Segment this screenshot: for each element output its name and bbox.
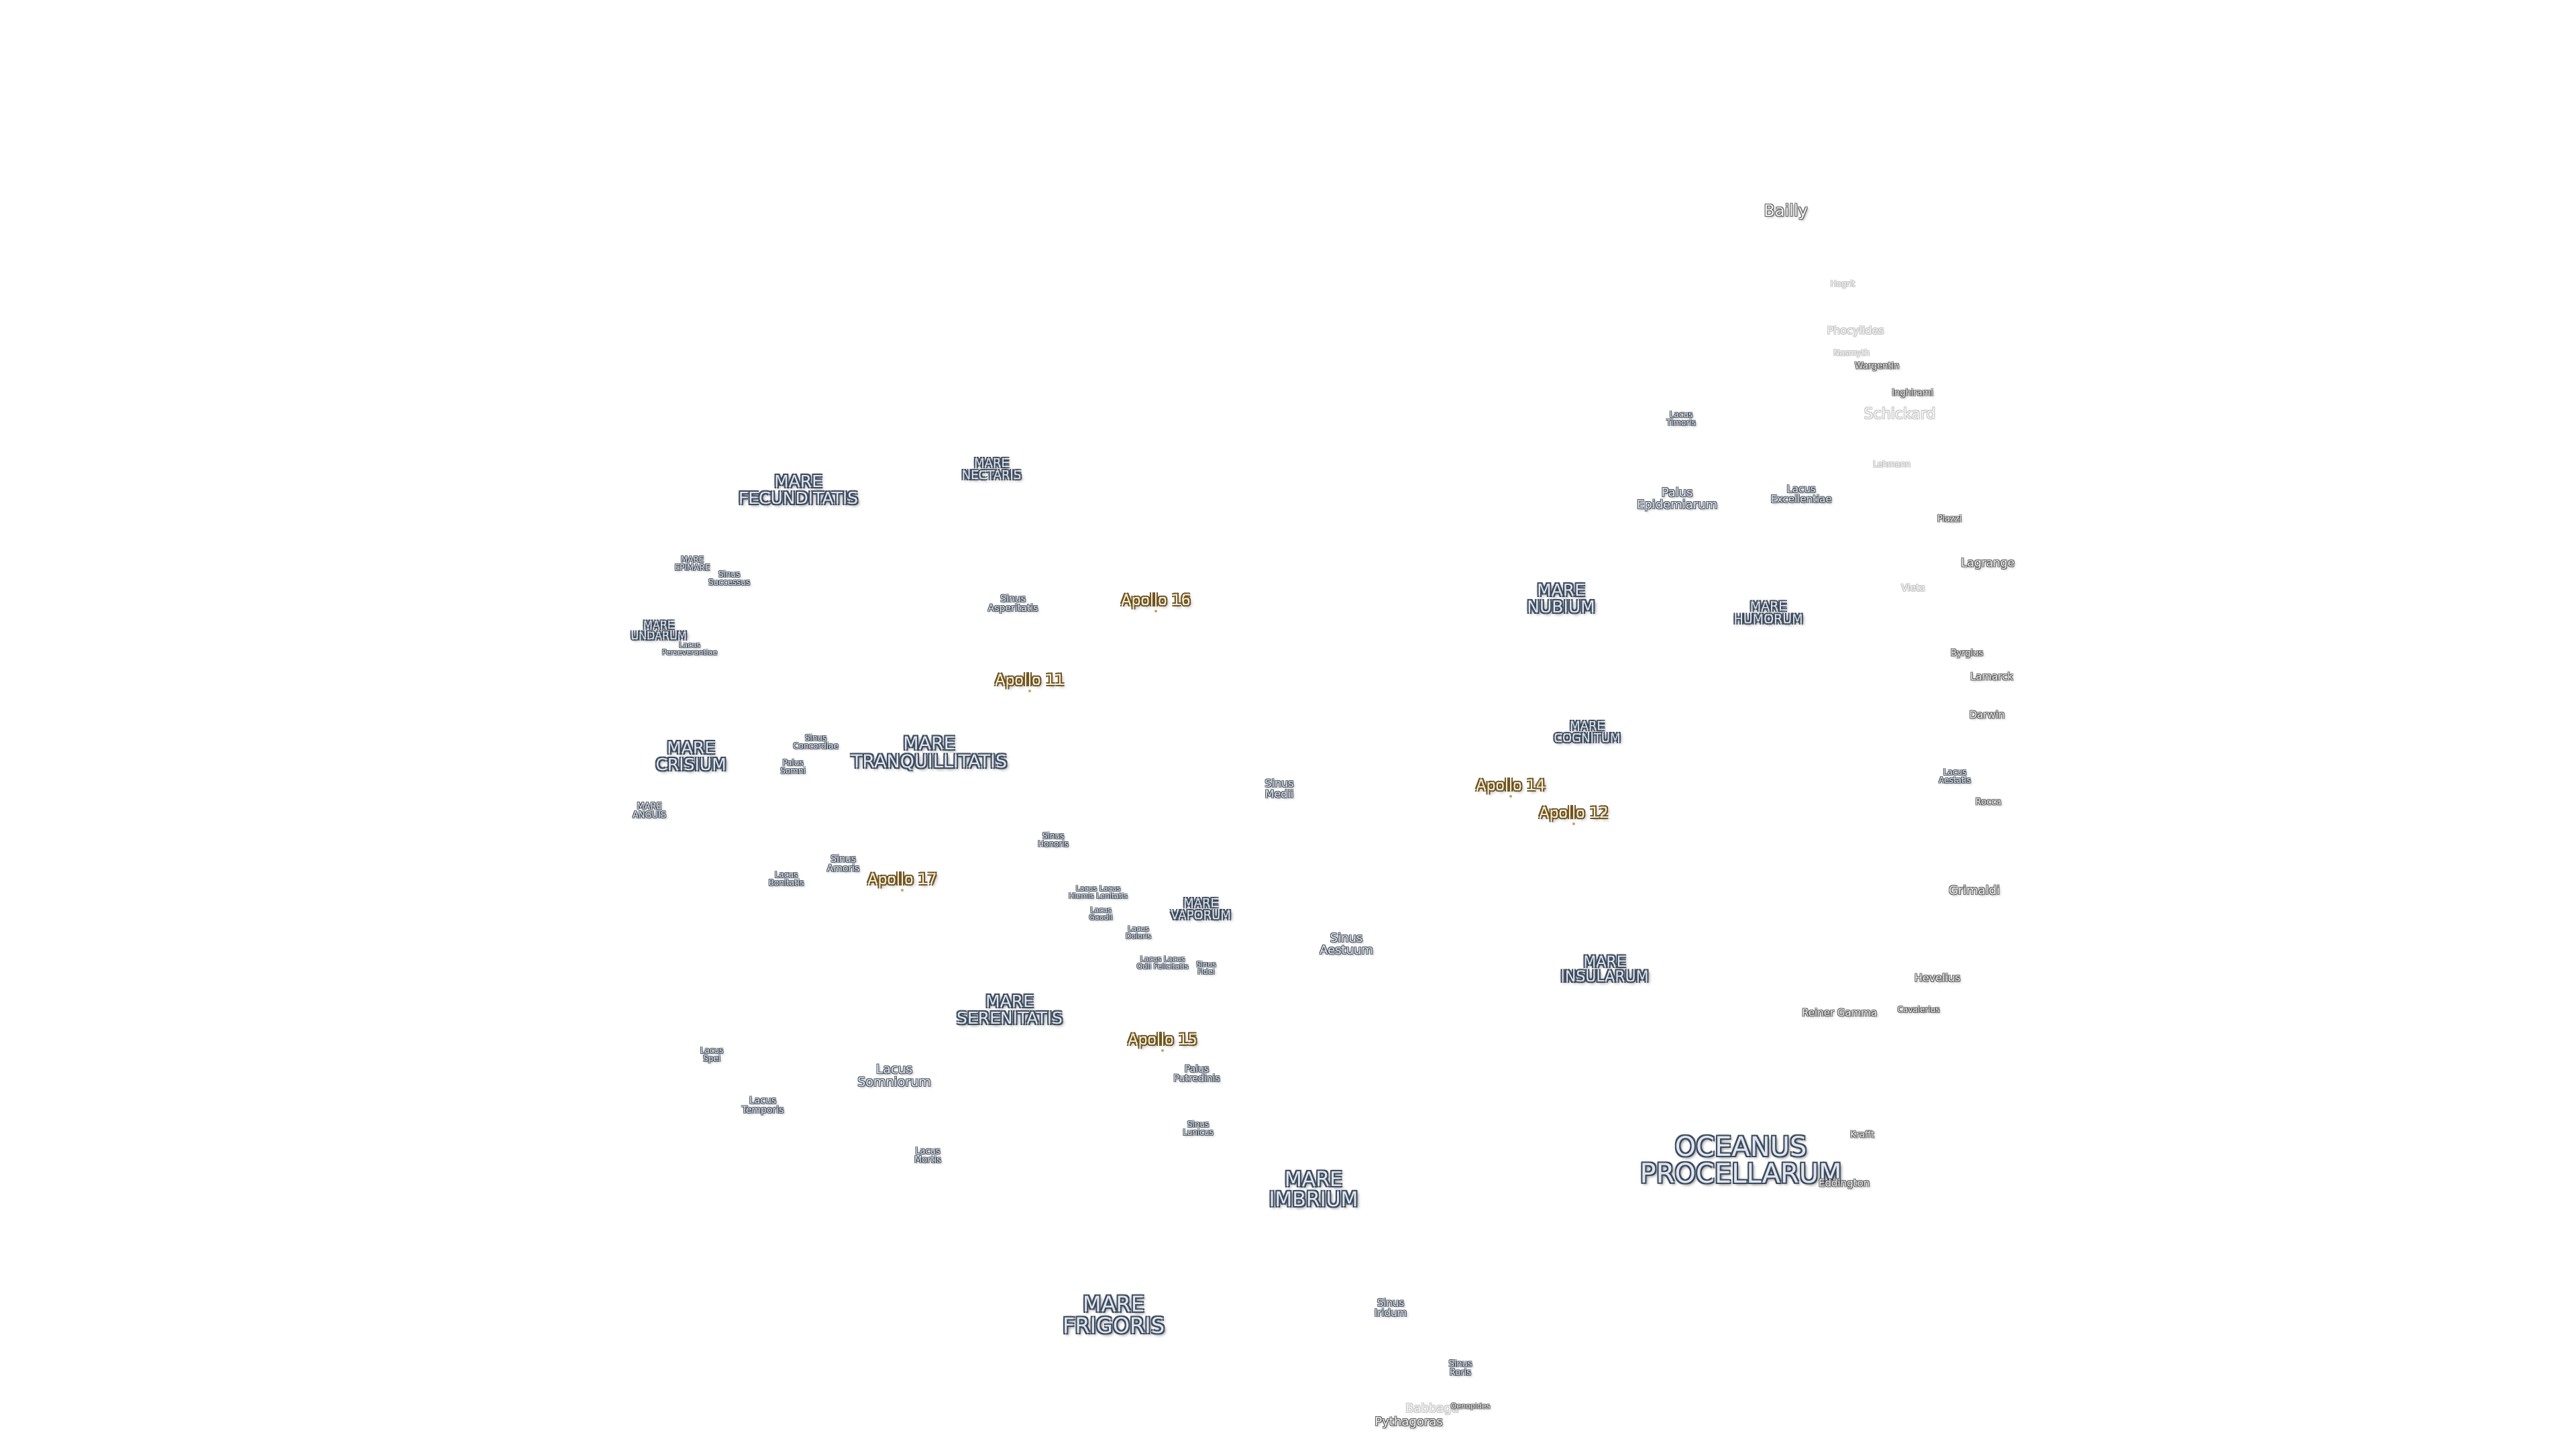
map-label-minor: Lacus Mortis <box>914 1146 941 1165</box>
map-label-crater-faint: Lehmann <box>1873 460 1911 469</box>
map-label-minor: Sinus Lunicus <box>1183 1120 1214 1137</box>
map-label-apollo: Apollo 16 <box>1121 592 1191 609</box>
map-label-apollo: Apollo 14 <box>1476 777 1546 794</box>
map-label-crater: Rocca <box>1975 797 2002 808</box>
map-label-minor: Lacus Excellentiae <box>1770 483 1832 505</box>
map-label-minor: Lacus Gaudii <box>1089 906 1113 922</box>
map-label-crater: Krafft <box>1850 1130 1874 1140</box>
map-label-crater-faint: Hagrit <box>1830 279 1856 288</box>
map-label-crater: Wargentin <box>1854 361 1900 372</box>
map-label-minor: MARE ANGUIS <box>632 802 667 820</box>
map-label-crater: Lamarck <box>1970 670 2014 683</box>
map-label-apollo: Apollo 11 <box>995 672 1065 689</box>
landing-site-marker <box>1509 795 1512 798</box>
map-label-crater-faint: Vieta <box>1901 583 1925 594</box>
map-label-crater-faint: Babbage <box>1405 1401 1459 1415</box>
map-label-crater: Reiner Gamma <box>1801 1006 1878 1019</box>
map-label-minor: Palus Somni <box>780 758 806 775</box>
map-label-mare: MARE IMBRIUM <box>1269 1168 1358 1212</box>
map-label-apollo: Apollo 12 <box>1539 805 1609 822</box>
map-label-mare: MARE FECUNDITATIS <box>738 472 859 508</box>
map-label-mare: MARE COGNITUM <box>1554 719 1621 745</box>
map-label-crater: Pythagoras <box>1375 1415 1443 1429</box>
map-label-crater: Cavalerius <box>1897 1005 1940 1014</box>
map-label-crater: Grimaldi <box>1948 883 2000 898</box>
map-label-crater: Eddington <box>1818 1177 1870 1189</box>
map-label-minor: Lacus Lacus Hiemis Lenitatis <box>1069 884 1128 900</box>
map-label-crater: Inghirami <box>1892 388 1933 398</box>
map-label-mare: MARE FRIGORIS <box>1062 1291 1165 1338</box>
map-label-crater-faint: Phocylides <box>1827 324 1884 337</box>
map-label-minor: Sinus Honoris <box>1038 831 1069 849</box>
map-label-mare: MARE INSULARUM <box>1560 954 1649 985</box>
landing-site-marker <box>1161 1049 1164 1053</box>
map-label-mare: MARE NECTARIS <box>961 456 1022 482</box>
map-label-minor: Lacus Somniorum <box>857 1062 931 1089</box>
map-label-minor: Lacus Perseverantiae <box>661 641 718 657</box>
map-label-minor: Sinus Concordiae <box>793 733 839 751</box>
landing-site-marker <box>1155 610 1157 613</box>
map-label-crater: Hevelius <box>1914 971 1961 984</box>
map-label-crater: Darwin <box>1969 708 2005 721</box>
landing-site-marker <box>1572 822 1575 826</box>
map-label-minor: Lacus Temporis <box>741 1095 784 1116</box>
map-label-minor: Lacus Doloris <box>1125 924 1152 941</box>
map-label-minor: Palus Epidemiarum <box>1636 486 1718 512</box>
map-label-minor: Sinus Aestuum <box>1320 931 1373 957</box>
map-label-mare: MARE CRISIUM <box>655 738 727 774</box>
map-label-mare: MARE VAPORUM <box>1171 896 1231 922</box>
map-label-minor: Sinus Successus <box>708 570 751 587</box>
map-label-minor: Lacus Spei <box>700 1046 724 1063</box>
map-label-minor: Lacus Timoris <box>1666 410 1696 427</box>
map-label-mare: OCEANUS PROCELLARUM <box>1640 1132 1842 1189</box>
map-label-minor: Palus Putredinis <box>1173 1064 1220 1084</box>
map-label-mare: MARE SERENITATIS <box>957 991 1063 1028</box>
map-label-minor: Sinus Roris <box>1448 1359 1472 1378</box>
map-label-mare: MARE UNDARUM <box>631 619 687 642</box>
map-label-crater: Lagrange <box>1960 556 2015 570</box>
map-label-minor: Sinus Medii <box>1265 777 1294 800</box>
map-label-minor: MARE EPIMARE <box>674 555 710 572</box>
map-label-crater-faint: Schickard <box>1864 406 1936 423</box>
landing-site-marker <box>901 889 904 892</box>
map-label-crater-faint: Nasmyth <box>1833 348 1870 358</box>
map-label-crater: Byrgius <box>1950 648 1984 659</box>
map-label-minor: Sinus Fidei <box>1196 960 1216 976</box>
map-label-crater: Piazzi <box>1937 514 1962 525</box>
landing-site-marker <box>1028 690 1031 693</box>
map-label-apollo: Apollo 17 <box>867 871 937 888</box>
map-label-minor: Lacus Bonitatis <box>768 870 804 888</box>
map-label-crater: Bailly <box>1764 201 1808 220</box>
map-label-mare: MARE HUMORUM <box>1733 599 1803 627</box>
map-label-minor: Lacus Aestatis <box>1939 767 1971 785</box>
map-label-minor: Sinus Iridum <box>1374 1297 1407 1319</box>
map-label-mare: MARE NUBIUM <box>1527 580 1595 616</box>
map-label-apollo: Apollo 15 <box>1128 1032 1197 1049</box>
map-label-minor: Lacus Lacus Odii Felicitatis <box>1136 955 1189 971</box>
map-label-crater: Oenopides <box>1450 1401 1491 1411</box>
map-label-mare: MARE TRANQUILLITATIS <box>851 733 1008 772</box>
map-label-minor: Sinus Amoris <box>826 854 860 874</box>
map-label-minor: Sinus Asperitatis <box>987 594 1038 614</box>
